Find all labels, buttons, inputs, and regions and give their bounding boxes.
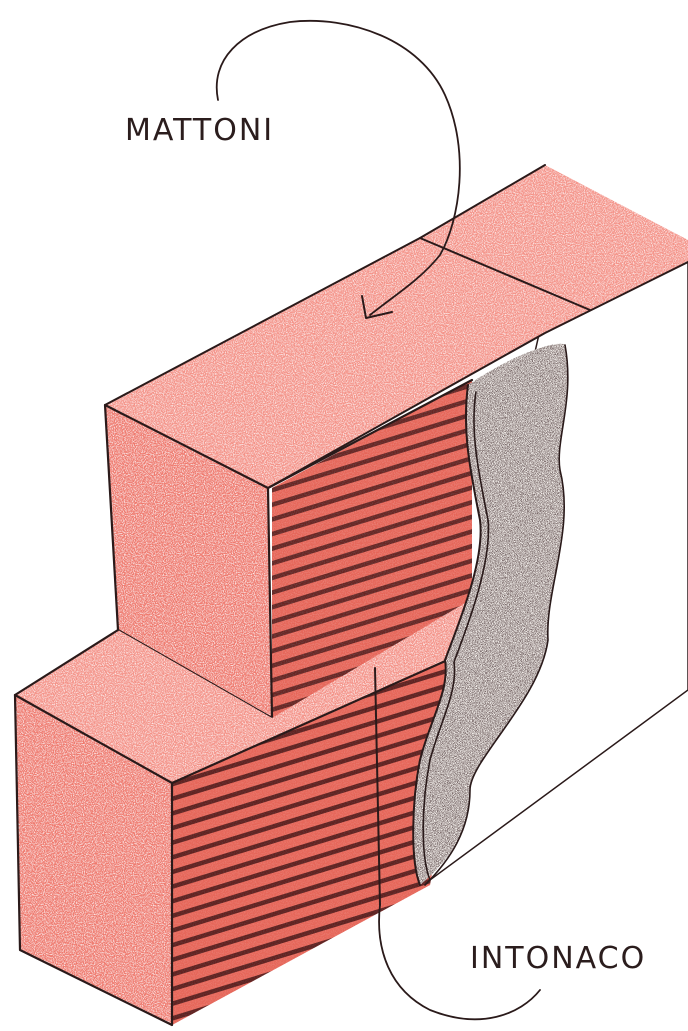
label-intonaco: INTONACO: [470, 941, 646, 976]
label-mattoni: MATTONI: [125, 113, 274, 148]
